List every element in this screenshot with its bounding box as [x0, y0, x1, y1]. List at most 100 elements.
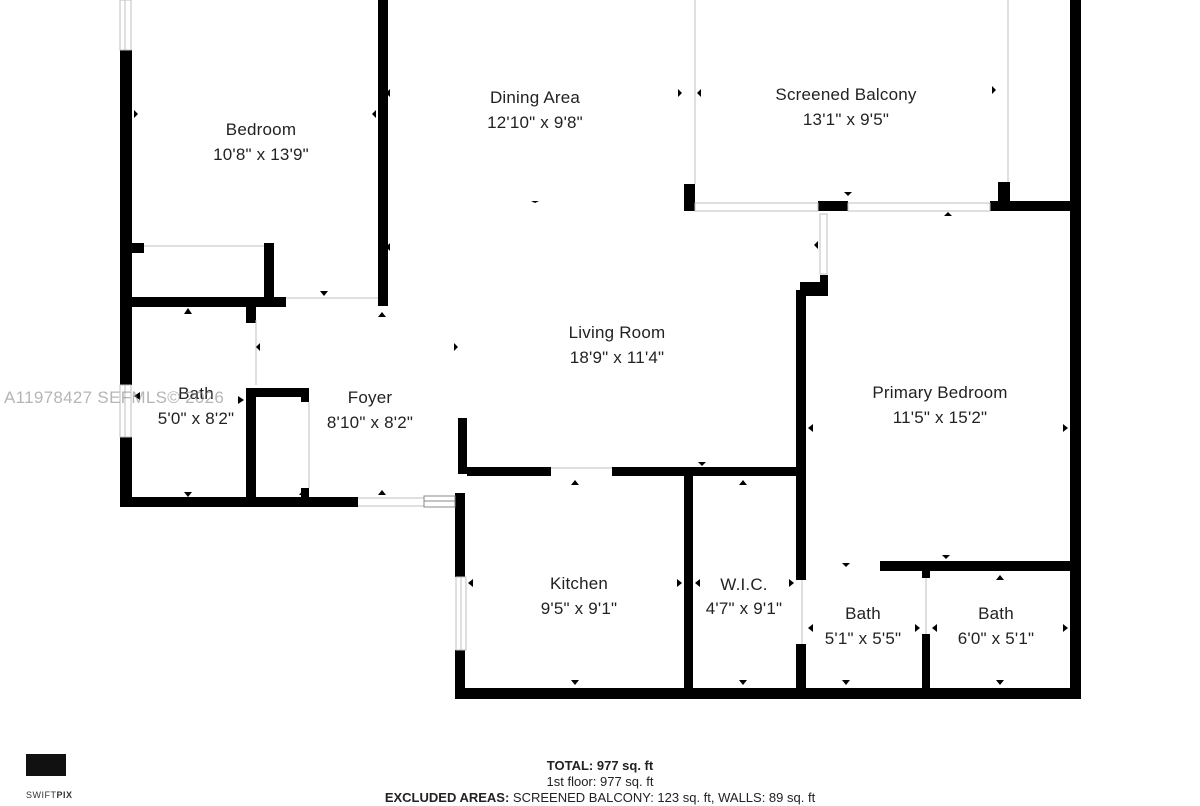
kitchen-name: Kitchen: [549, 574, 609, 593]
wall: [378, 0, 388, 306]
marker: [808, 424, 813, 432]
wall: [998, 182, 1010, 202]
wall: [458, 418, 467, 474]
windows-and-openings: [119, 0, 1009, 651]
living-dims: 18'9" x 11'4": [569, 348, 665, 367]
marker: [386, 89, 390, 97]
marker: [698, 462, 706, 466]
marker: [808, 624, 813, 632]
marker: [677, 579, 682, 587]
wall: [796, 644, 806, 690]
wall: [120, 437, 132, 507]
logo-block: [26, 754, 66, 776]
marker: [842, 680, 850, 685]
marker: [468, 579, 473, 587]
wall: [684, 474, 693, 690]
wall: [128, 297, 286, 307]
kitchen-dims: 9'5" x 9'1": [540, 599, 618, 618]
wall: [455, 493, 465, 577]
wall: [922, 570, 930, 578]
bath-2-dims: 5'1" x 5'5": [824, 629, 902, 648]
balcony-dims: 13'1" x 9'5": [802, 110, 890, 129]
wall: [990, 201, 1074, 211]
marker: [944, 212, 952, 216]
primary-bedroom-dims: 11'5" x 15'2": [892, 408, 988, 427]
marker: [739, 480, 747, 485]
marker: [1063, 424, 1068, 432]
marker: [320, 291, 328, 296]
wall: [796, 290, 806, 580]
wall: [612, 467, 804, 476]
wic-name: W.I.C.: [720, 575, 768, 594]
wall: [120, 497, 358, 507]
marker: [932, 624, 937, 632]
marker: [697, 89, 701, 97]
bedroom-name: Bedroom: [225, 120, 297, 139]
wall: [922, 634, 930, 690]
primary-bedroom-name: Primary Bedroom: [872, 383, 1008, 402]
window: [847, 202, 991, 212]
bath-1-dims: 5'0" x 8'2": [157, 409, 235, 428]
swiftpix-logo: SWIFTPIX: [26, 754, 72, 800]
wall: [467, 467, 551, 476]
marker: [454, 343, 458, 351]
marker: [739, 680, 747, 685]
wall: [455, 688, 1081, 699]
logo-wordmark: SWIFTPIX: [26, 790, 72, 800]
bath-2-name: Bath: [845, 604, 881, 623]
bath-3-name: Bath: [978, 604, 1014, 623]
dining-dims: 12'10" x 9'8": [487, 113, 583, 132]
logo-text-light: SWIFT: [26, 790, 57, 800]
wall: [820, 275, 828, 295]
floor-area: 1st floor: 977 sq. ft: [546, 774, 654, 789]
bedroom-dims: 10'8" x 13'9": [213, 145, 309, 164]
wall: [684, 184, 695, 211]
wall: [1070, 0, 1081, 698]
walls: [120, 0, 1081, 699]
excluded-label: EXCLUDED AREAS:: [384, 790, 510, 805]
marker: [378, 312, 386, 317]
marker: [915, 624, 920, 632]
window: [819, 213, 828, 275]
bath-3-dims: 6'0" x 5'1": [957, 629, 1035, 648]
marker: [256, 343, 260, 351]
marker: [372, 110, 376, 118]
marker: [134, 110, 138, 118]
marker: [134, 392, 140, 400]
wall: [120, 50, 132, 385]
marker: [299, 490, 307, 495]
bath-1-name: Bath: [178, 384, 214, 403]
marker: [378, 490, 386, 495]
window: [694, 202, 819, 212]
excluded-value: SCREENED BALCONY: 123 sq. ft, WALLS: 89 …: [512, 790, 816, 805]
logo-text-bold: PIX: [56, 790, 73, 800]
mls-watermark: A11978427 SEFMLS© 2026: [4, 388, 225, 407]
marker: [695, 579, 700, 587]
marker: [571, 680, 579, 685]
wall: [880, 561, 1072, 571]
wall: [301, 388, 309, 402]
excluded-areas: EXCLUDED AREAS: SCREENED BALCONY: 123 sq…: [385, 790, 815, 806]
marker: [1063, 624, 1068, 632]
marker: [386, 243, 390, 251]
dining-name: Dining Area: [489, 88, 581, 107]
marker: [992, 86, 996, 94]
marker: [184, 492, 192, 497]
total-area: TOTAL: 977 sq. ft: [546, 758, 654, 773]
area-totals: TOTAL: 977 sq. ft 1st floor: 977 sq. ft …: [385, 758, 815, 806]
marker: [678, 89, 682, 97]
wall: [246, 388, 308, 397]
wall: [246, 305, 256, 323]
marker: [996, 575, 1004, 580]
marker: [842, 563, 850, 567]
balcony-name: Screened Balcony: [775, 85, 917, 104]
foyer-name: Foyer: [347, 388, 393, 407]
wall: [246, 388, 256, 500]
marker: [571, 480, 579, 485]
marker: [238, 396, 244, 404]
foyer-dims: 8'10" x 8'2": [326, 413, 414, 432]
marker: [942, 555, 950, 559]
marker: [844, 192, 852, 196]
wall: [818, 201, 848, 211]
